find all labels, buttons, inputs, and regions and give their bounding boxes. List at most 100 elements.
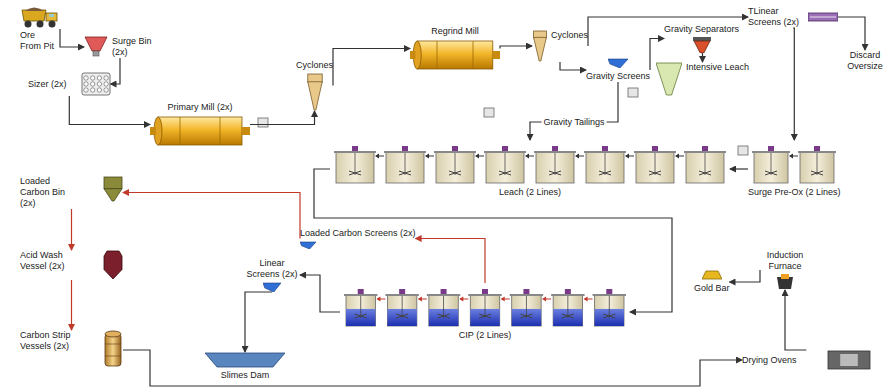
equipment-icon [827, 350, 871, 370]
equipment-label: Slimes Dam [221, 370, 270, 381]
cone-symbol [656, 62, 682, 96]
equipment-icon [300, 241, 316, 249]
flow-line [250, 111, 315, 125]
separator-symbol [693, 37, 711, 53]
equipment-node: Carbon Strip Vessels (2x) [20, 330, 123, 370]
equipment-label: Regrind Mill [431, 26, 479, 37]
carbonbin-symbol [103, 176, 123, 202]
screen-symbol [300, 241, 316, 249]
equipment-label: Gravity Screens [586, 71, 650, 82]
goldbar-symbol [702, 270, 722, 280]
flow-line [71, 209, 72, 250]
equipment-label: Intensive Leach [686, 62, 749, 73]
flow-line [793, 28, 794, 140]
flow-line [69, 96, 150, 125]
flow-label: Gravity Tailings [542, 117, 607, 128]
equipment-icon [340, 283, 630, 327]
equipment-icon [150, 115, 250, 147]
equipment-node: Loaded Carbon Bin (2x) [20, 176, 123, 209]
equipment-node: CIP (2 Lines) [340, 283, 630, 341]
equipment-label: Cyclones [551, 30, 588, 41]
sizer-symbol [81, 72, 111, 96]
equipment-icon [205, 352, 285, 368]
equipment-icon [103, 176, 123, 202]
dam-symbol [205, 352, 285, 368]
equipment-icon [20, 6, 60, 28]
equipment-icon [410, 39, 500, 71]
cyclone-symbol [306, 73, 324, 111]
equipment-icon [693, 37, 711, 53]
equipment-node: Primary Mill (2x) [150, 102, 250, 147]
tanks-symbol [330, 140, 730, 184]
equipment-label: CIP (2 Lines) [459, 330, 511, 341]
equipment-icon [81, 72, 111, 96]
flow-line [838, 17, 865, 50]
equipment-label: Ore From Pit [20, 30, 54, 52]
equipment-label: Loaded Carbon Bin (2x) [20, 176, 76, 209]
furnace-symbol [775, 274, 795, 290]
equipment-icon [702, 270, 722, 280]
equipment-node: Surge Pre-Ox (2 Lines) [748, 140, 841, 198]
strip-symbol [103, 330, 123, 370]
tanks-symbol [748, 140, 840, 184]
equipment-node: Cyclones [532, 30, 588, 62]
equipment-node: Discard Oversize [842, 50, 888, 72]
flow-line [702, 53, 703, 62]
truck-symbol [20, 6, 60, 28]
equipment-label: Surge Bin (2x) [112, 36, 156, 58]
equipment-label: Surge Pre-Ox (2 Lines) [748, 187, 841, 198]
equipment-node: Leach (2 Lines) [330, 140, 730, 198]
equipment-label: Linear Screens (2x) [244, 258, 300, 280]
equipment-label: Gravity Separators [664, 24, 739, 35]
equipment-node: Acid Wash Vessel (2x) [20, 250, 123, 280]
flow-line [416, 239, 485, 284]
acid-symbol [103, 250, 123, 280]
equipment-label: Gold Bar [694, 283, 730, 294]
equipment-label: Sizer (2x) [28, 79, 67, 90]
flow-line [730, 270, 761, 282]
equipment-node: Gravity Separators [664, 24, 739, 53]
bin-symbol [84, 36, 108, 58]
oven-symbol [827, 350, 871, 370]
equipment-node: Sizer (2x) [28, 72, 111, 96]
flow-line [60, 29, 84, 47]
equipment-icon [775, 274, 795, 290]
equipment-icon [306, 73, 324, 111]
equipment-icon [263, 282, 281, 292]
equipment-node: Gravity Screens [586, 58, 650, 82]
flow-line [314, 169, 672, 312]
cip-symbol [340, 283, 630, 327]
flow-line [730, 168, 748, 169]
cyclone-symbol [532, 30, 548, 62]
equipment-node: Loaded Carbon Screens (2x) [300, 228, 416, 249]
flow-line [333, 49, 410, 86]
equipment-node: Ore From Pit [20, 6, 60, 52]
equipment-node: Slimes Dam [205, 352, 285, 381]
equipment-label: Induction Furnace [760, 250, 810, 272]
screen-symbol [263, 282, 281, 292]
equipment-icon [656, 62, 682, 96]
equipment-node: Induction Furnace [760, 250, 810, 290]
mill-symbol [410, 39, 500, 71]
equipment-node: Intensive Leach [656, 62, 749, 96]
equipment-icon [103, 330, 123, 370]
screen-symbol [608, 58, 628, 68]
equipment-icon [330, 140, 730, 184]
equipment-icon [748, 140, 840, 184]
equipment-node: Gold Bar [694, 270, 730, 294]
flow-line [245, 292, 272, 352]
equipment-icon [532, 30, 548, 62]
flow-line [123, 350, 742, 386]
equipment-icon [84, 36, 108, 58]
equipment-label: Leach (2 Lines) [499, 187, 561, 198]
tlinear-symbol [808, 11, 838, 23]
equipment-label: Carbon Strip Vessels (2x) [20, 330, 76, 352]
flow-line [785, 290, 806, 350]
pump-boxes [258, 88, 748, 155]
equipment-label: Discard Oversize [842, 50, 888, 72]
equipment-label: Drying Ovens [742, 355, 797, 366]
equipment-node: Surge Bin (2x) [84, 36, 156, 58]
equipment-node: Linear Screens (2x) [244, 258, 300, 292]
equipment-label: Primary Mill (2x) [168, 102, 233, 113]
